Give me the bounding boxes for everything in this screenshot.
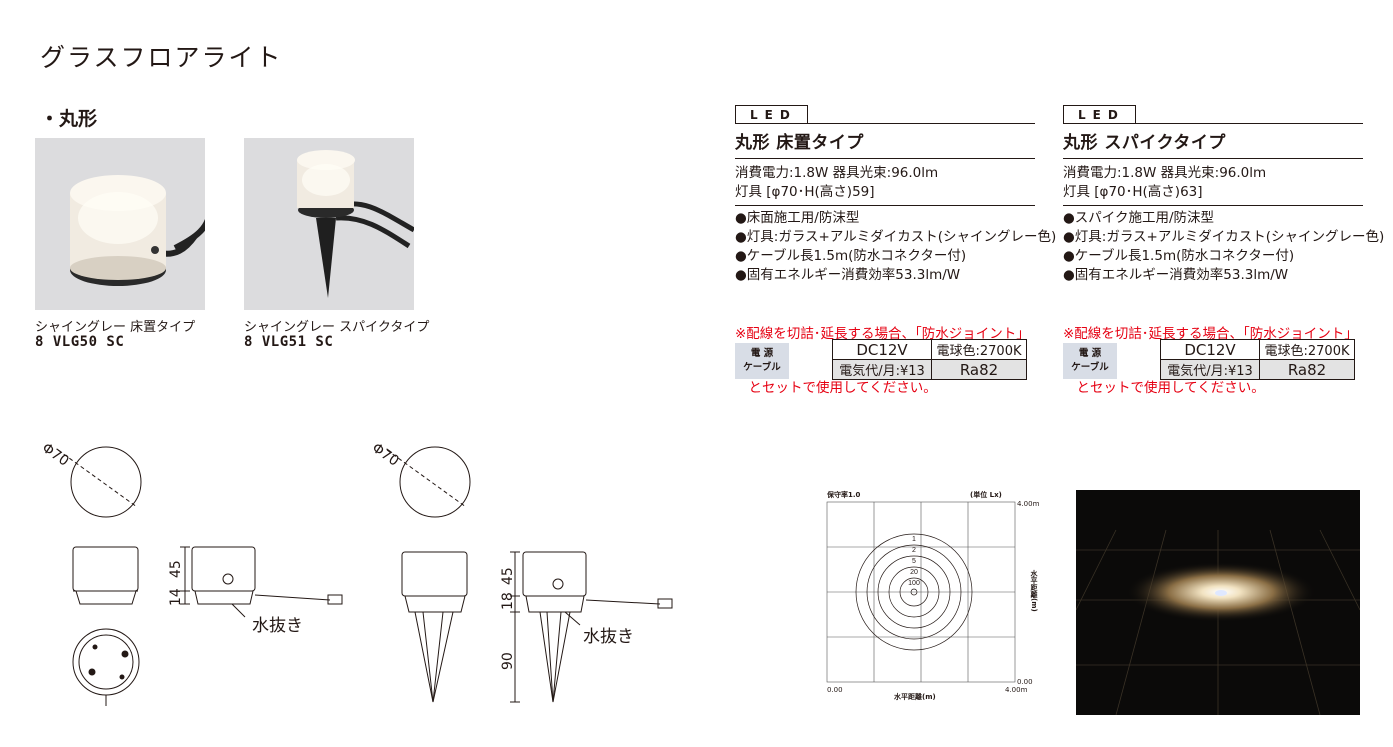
contour-label-100: 100 bbox=[908, 580, 920, 587]
feature-item: ●スパイク施工用/防沫型 bbox=[1063, 210, 1215, 226]
contour-ring-1 bbox=[855, 533, 973, 651]
dimension-h1-floor: 45 bbox=[168, 560, 184, 578]
power-label-line: 電 源 bbox=[1078, 348, 1102, 359]
spec-size: 灯具 [φ70･H(高さ)59] bbox=[735, 184, 875, 200]
drain-label-spike: 水抜き bbox=[583, 627, 634, 647]
spec-block-spike: LED 丸形 スパイクタイプ 消費電力:1.8W 器具光束:96.0lm 灯具 … bbox=[1063, 104, 1385, 433]
product-photo-floor bbox=[35, 138, 205, 310]
contour-ring-20 bbox=[888, 566, 940, 618]
dimension-h2-floor: 14 bbox=[168, 588, 184, 606]
x-min-label: 0.00 bbox=[827, 686, 843, 694]
contour-ring-5 bbox=[877, 555, 951, 629]
power-table-floor: 電 源 ケーブル DC12V 電球色:2700K 電気代/月:¥13 Ra82 bbox=[735, 294, 1035, 384]
contour-label-1: 1 bbox=[912, 536, 916, 543]
x-max-label: 4.00m bbox=[1005, 686, 1028, 694]
product-caption-spike: シャイングレー スパイクタイプ bbox=[244, 320, 430, 335]
wiring-note: ※配線を切詰･延長する場合、「防水ジョイント」 とセットで使用してください。 bbox=[735, 289, 1035, 433]
ra-cell: Ra82 bbox=[1259, 359, 1355, 380]
feature-item: ●固有エネルギー消費効率53.3lm/W bbox=[1063, 267, 1289, 283]
y-top-label: 4.00m bbox=[1017, 500, 1040, 508]
spec-size: 灯具 [φ70･H(高さ)63] bbox=[1063, 184, 1203, 200]
dimension-h2-spike: 18 bbox=[500, 592, 516, 610]
note-line: ※配線を切詰･延長する場合、「防水ジョイント」 bbox=[1063, 326, 1358, 342]
feature-list: ●床面施工用/防沫型 ●灯具:ガラス+アルミダイカスト(シャイングレー色) ●ケ… bbox=[735, 206, 1057, 285]
drawing-floor bbox=[57, 446, 343, 706]
drawing-spike bbox=[386, 446, 673, 703]
spec-heading: 丸形 スパイクタイプ bbox=[1063, 123, 1363, 159]
spec-lines: 消費電力:1.8W 器具光束:96.0lm 灯具 [φ70･H(高さ)59] bbox=[735, 159, 1035, 206]
chart-title: 保守率1.0 bbox=[827, 491, 861, 499]
power-label-line: ケーブル bbox=[743, 362, 781, 373]
power-spec-table: DC12V 電球色:2700K 電気代/月:¥13 Ra82 bbox=[1160, 339, 1355, 380]
drain-label-floor: 水抜き bbox=[252, 616, 303, 636]
spec-block-floor: LED 丸形 床置タイプ 消費電力:1.8W 器具光束:96.0lm 灯具 [φ… bbox=[735, 104, 1057, 433]
power-table-spike: 電 源 ケーブル DC12V 電球色:2700K 電気代/月:¥13 Ra82 bbox=[1063, 294, 1363, 384]
dimension-h3-spike: 90 bbox=[500, 652, 516, 670]
cost-cell: 電気代/月:¥13 bbox=[832, 359, 932, 380]
feature-item: ●床面施工用/防沫型 bbox=[735, 210, 860, 226]
dimension-h1-spike: 45 bbox=[500, 567, 516, 585]
feature-list: ●スパイク施工用/防沫型 ●灯具:ガラス+アルミダイカスト(シャイングレー色) … bbox=[1063, 206, 1385, 285]
contour-plot: 1 2 5 20 100 bbox=[826, 501, 1016, 683]
product-photo-spike bbox=[244, 138, 414, 310]
power-spec-table: DC12V 電球色:2700K 電気代/月:¥13 Ra82 bbox=[832, 339, 1027, 380]
voltage-cell: DC12V bbox=[1160, 339, 1260, 360]
wiring-note: ※配線を切詰･延長する場合、「防水ジョイント」 とセットで使用してください。 bbox=[1063, 289, 1363, 433]
spec-power: 消費電力:1.8W 器具光束:96.0lm bbox=[1063, 165, 1267, 181]
color-temp-cell: 電球色:2700K bbox=[931, 339, 1027, 360]
led-badge: LED bbox=[735, 105, 808, 123]
contour-label-5: 5 bbox=[912, 558, 916, 565]
power-cable-label: 電 源 ケーブル bbox=[735, 343, 789, 379]
voltage-cell: DC12V bbox=[832, 339, 932, 360]
power-cable-label: 電 源 ケーブル bbox=[1063, 343, 1117, 379]
note-line: とセットで使用してください。 bbox=[1063, 380, 1265, 396]
note-line: ※配線を切詰･延長する場合、「防水ジョイント」 bbox=[735, 326, 1030, 342]
chart-unit: (単位 Lx) bbox=[970, 491, 1002, 499]
feature-item: ●灯具:ガラス+アルミダイカスト(シャイングレー色) bbox=[735, 229, 1057, 245]
spec-lines: 消費電力:1.8W 器具光束:96.0lm 灯具 [φ70･H(高さ)63] bbox=[1063, 159, 1363, 206]
illuminance-chart: 保守率1.0 (単位 Lx) 1 2 5 20 100 0.00 水平距離(m) 4.0… bbox=[822, 490, 1039, 705]
note-line: とセットで使用してください。 bbox=[735, 380, 937, 396]
light-distribution-photo bbox=[1076, 490, 1360, 715]
product-model-spike: 8 VLG51 SC bbox=[244, 334, 334, 350]
product-caption-floor: シャイングレー 床置タイプ bbox=[35, 320, 196, 335]
ra-cell: Ra82 bbox=[931, 359, 1027, 380]
power-label-line: ケーブル bbox=[1071, 362, 1109, 373]
contour-center bbox=[910, 588, 918, 596]
feature-item: ●固有エネルギー消費効率53.3lm/W bbox=[735, 267, 961, 283]
spec-heading: 丸形 床置タイプ bbox=[735, 123, 1035, 159]
spec-power: 消費電力:1.8W 器具光束:96.0lm bbox=[735, 165, 939, 181]
contour-ring-100 bbox=[899, 577, 929, 607]
contour-label-20: 20 bbox=[910, 569, 918, 576]
led-badge: LED bbox=[1063, 105, 1136, 123]
contour-ring-2 bbox=[866, 544, 962, 640]
y-bottom-label: 0.00 bbox=[1017, 678, 1033, 686]
cost-cell: 電気代/月:¥13 bbox=[1160, 359, 1260, 380]
contour-label-2: 2 bbox=[912, 547, 916, 554]
feature-item: ●ケーブル長1.5m(防水コネクター付) bbox=[1063, 248, 1295, 264]
feature-item: ●ケーブル長1.5m(防水コネクター付) bbox=[735, 248, 967, 264]
feature-item: ●灯具:ガラス+アルミダイカスト(シャイングレー色) bbox=[1063, 229, 1385, 245]
section-label: ・丸形 bbox=[40, 108, 98, 130]
y-axis-label: 水平距離(m) bbox=[1030, 570, 1038, 612]
power-label-line: 電 源 bbox=[750, 348, 774, 359]
color-temp-cell: 電球色:2700K bbox=[1259, 339, 1355, 360]
x-axis-label: 水平距離(m) bbox=[894, 693, 936, 701]
page-title: グラスフロアライト bbox=[40, 43, 283, 72]
product-model-floor: 8 VLG50 SC bbox=[35, 334, 125, 350]
